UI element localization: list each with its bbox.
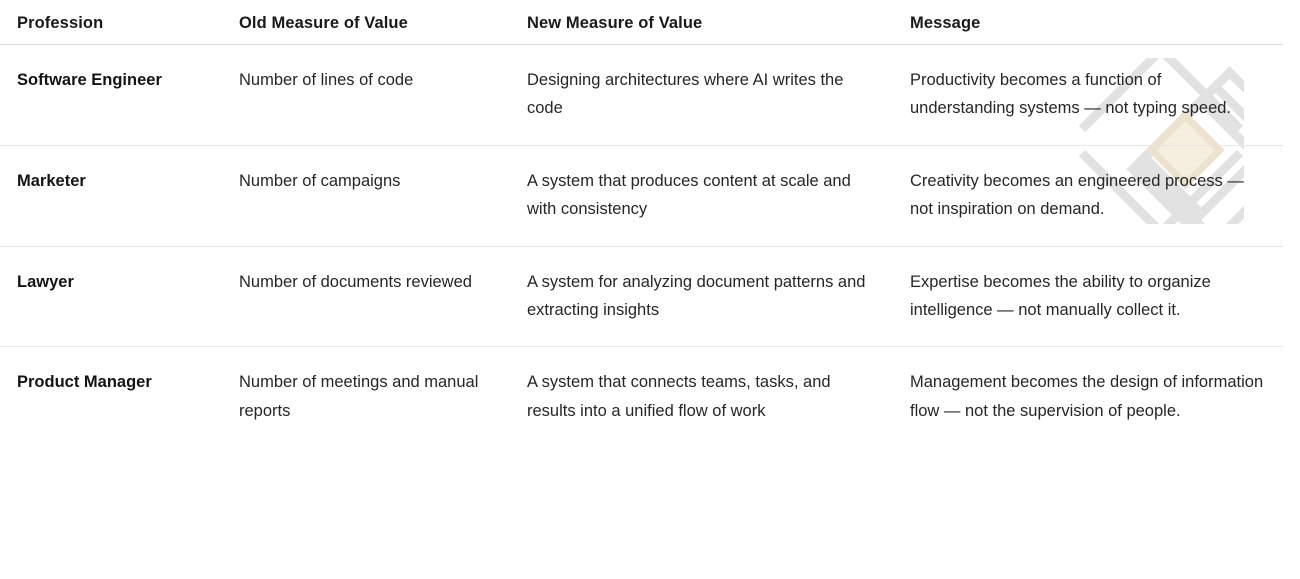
cell-old-measure: Number of documents reviewed (222, 246, 510, 348)
column-header-old-measure: Old Measure of Value (222, 0, 510, 45)
cell-message: Management becomes the design of informa… (910, 373, 1264, 420)
cell-new-measure: A system that connects teams, tasks, and… (527, 373, 831, 420)
table-row: Lawyer Number of documents reviewed A sy… (0, 246, 1283, 348)
table-body: Software Engineer Number of lines of cod… (0, 44, 1283, 448)
cell-old-measure: Number of meetings and manual reports (239, 373, 479, 420)
cell-profession: Software Engineer (0, 44, 222, 146)
value-table-container: Profession Old Measure of Value New Meas… (0, 0, 1283, 448)
cell-message: Creativity becomes an engineered process… (893, 145, 1283, 247)
column-header-new-measure: New Measure of Value (510, 0, 893, 45)
profession-value-table: Profession Old Measure of Value New Meas… (0, 0, 1283, 448)
cell-profession: Marketer (0, 145, 222, 247)
cell-new-measure: A system that produces content at scale … (510, 145, 893, 247)
column-header-profession: Profession (0, 0, 222, 45)
table-row: Software Engineer Number of lines of cod… (0, 44, 1283, 146)
cell-profession: Product Manager (17, 373, 152, 392)
cell-profession: Lawyer (0, 246, 222, 348)
cell-message: Productivity becomes a function of under… (893, 44, 1283, 146)
table-row: Marketer Number of campaigns A system th… (0, 145, 1283, 247)
table-header: Profession Old Measure of Value New Meas… (0, 0, 1283, 45)
column-header-message: Message (893, 0, 1283, 45)
cell-new-measure: A system for analyzing document patterns… (510, 246, 893, 348)
cell-new-measure: Designing architectures where AI writes … (510, 44, 893, 146)
table-row: Product Manager Number of meetings and m… (0, 347, 1283, 447)
cell-old-measure: Number of campaigns (222, 145, 510, 247)
cell-message: Expertise becomes the ability to organiz… (893, 246, 1283, 348)
table-header-row: Profession Old Measure of Value New Meas… (0, 0, 1283, 45)
cell-old-measure: Number of lines of code (222, 44, 510, 146)
